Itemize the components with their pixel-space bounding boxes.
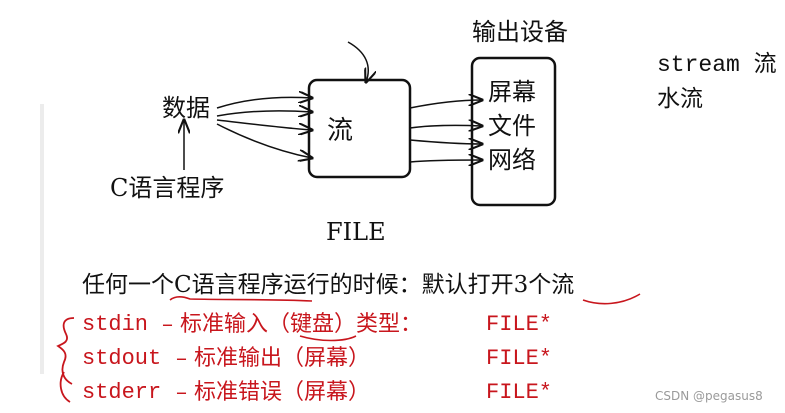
input-arrow-top bbox=[347, 41, 368, 82]
data-arrow-3 bbox=[216, 119, 312, 130]
stdin-name: stdin bbox=[82, 312, 149, 337]
stream-arrow-1 bbox=[409, 100, 482, 109]
stream-box bbox=[307, 78, 412, 179]
underline-c-program bbox=[169, 296, 313, 302]
watermark: CSDN @pegasus8 bbox=[655, 389, 763, 403]
stderr-desc: – 标准错误（屏幕） bbox=[176, 380, 370, 405]
output-device-title: 输出设备 bbox=[472, 18, 568, 46]
data-arrow-1 bbox=[216, 97, 312, 109]
file-label: FILE bbox=[326, 218, 386, 246]
c-program-label: C语言程序 bbox=[110, 174, 225, 202]
intro-text: 任何一个C语言程序运行的时候：默认打开3个流 bbox=[82, 272, 575, 298]
stderr-type: FILE* bbox=[486, 380, 553, 405]
data-arrow-2 bbox=[216, 111, 312, 116]
device-file: 文件 bbox=[488, 112, 536, 140]
stream-arrow-2 bbox=[409, 125, 482, 128]
stream-box-label: 流 bbox=[327, 116, 354, 146]
stream-note-line2: 水流 bbox=[657, 86, 703, 112]
stdout-type: FILE* bbox=[486, 346, 553, 371]
stdin-type: FILE* bbox=[486, 312, 553, 337]
underline-three-streams bbox=[582, 293, 641, 305]
stream-note-line1: stream 流 bbox=[657, 52, 777, 78]
stdin-desc: – 标准输入（键盘）类型： bbox=[162, 312, 422, 337]
stdout-name: stdout bbox=[82, 346, 162, 371]
stderr-name: stderr bbox=[82, 380, 162, 405]
device-screen: 屏幕 bbox=[488, 78, 536, 106]
scrollbar-track bbox=[40, 104, 44, 374]
data-arrow-4 bbox=[216, 123, 312, 158]
stdout-desc: – 标准输出（屏幕） bbox=[176, 346, 370, 371]
stream-bracket-lower bbox=[59, 371, 71, 403]
stream-arrow-4 bbox=[409, 160, 482, 162]
device-network: 网络 bbox=[488, 146, 536, 174]
data-label: 数据 bbox=[162, 94, 210, 122]
stream-arrow-3 bbox=[409, 140, 482, 144]
underline-keyboard bbox=[299, 335, 357, 342]
stream-bracket bbox=[56, 317, 75, 385]
